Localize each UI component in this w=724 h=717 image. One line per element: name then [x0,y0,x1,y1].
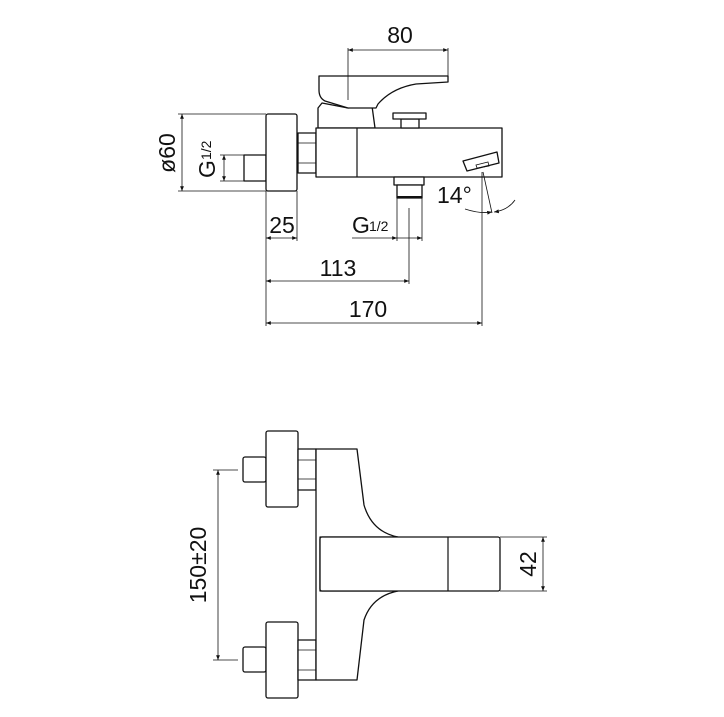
svg-text:1/2: 1/2 [198,140,214,160]
side-view: 80 ø60 G 1/2 25 G 1/2 113 [154,22,516,326]
upper-connector [242,430,317,508]
lower-connector [242,621,317,699]
dim-outlet-position-label: 113 [320,255,357,281]
dim-angle-label: 14° [437,182,472,208]
diverter-knob [392,112,427,120]
lever-handle [318,75,449,109]
dim-outlet-thread-label: G 1/2 [352,212,389,238]
spout-outlet [462,151,500,172]
diverter-stem [400,118,420,129]
wall-disc [265,113,298,192]
dim-wall-thread-label: G 1/2 [194,140,220,178]
front-view: 150±20 42 [185,430,547,699]
dim-centers-label: 150±20 [185,527,211,604]
dim-total-label: 170 [349,296,387,322]
wall-pipe-stub [243,154,267,182]
mixer-body [315,448,399,681]
dim-spout-height-label: 42 [515,551,541,577]
hex-nut [297,132,317,174]
dim-disc-label: 25 [269,212,295,238]
svg-text:G: G [194,160,220,178]
svg-text:1/2: 1/2 [369,218,389,234]
spout [319,536,501,592]
bottom-outlet [393,176,425,186]
dim-lever-label: 80 [387,22,413,48]
svg-text:G: G [352,212,370,238]
dim-diameter-label: ø60 [154,133,180,173]
